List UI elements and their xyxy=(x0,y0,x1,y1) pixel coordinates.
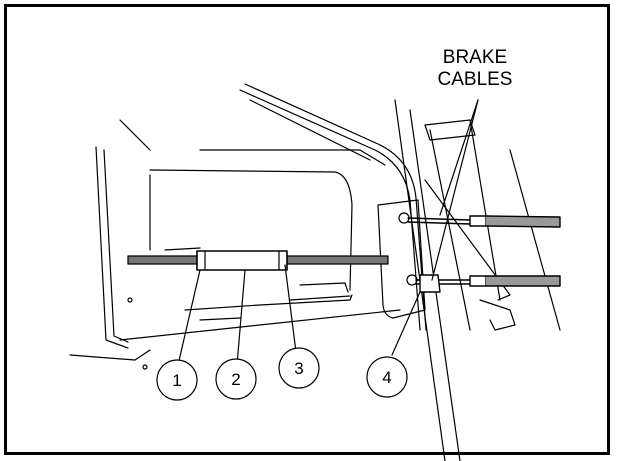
brake-cables-label-line1: BRAKE xyxy=(442,47,508,68)
cable-bracket xyxy=(377,119,516,331)
callout-2-circle xyxy=(215,358,257,400)
callout-2-number: 2 xyxy=(231,370,240,389)
brake-cable-upper xyxy=(407,215,561,228)
callout-1-circle xyxy=(156,359,198,401)
callout-3-number: 3 xyxy=(294,359,303,378)
callout-leaders xyxy=(177,264,421,366)
callout-3-circle xyxy=(278,347,320,389)
callout-4-circle xyxy=(366,356,408,398)
vehicle-body-left xyxy=(69,119,151,370)
callout-4-number: 4 xyxy=(382,368,391,387)
turnbuckle-sleeve xyxy=(196,250,288,271)
floor-panel xyxy=(119,149,401,341)
brake-cables-label-line2: CABLES xyxy=(437,69,513,90)
callout-1-number: 1 xyxy=(172,371,181,390)
brake-cables-leader-lines xyxy=(431,99,479,281)
brake-cable-lower xyxy=(415,274,561,293)
